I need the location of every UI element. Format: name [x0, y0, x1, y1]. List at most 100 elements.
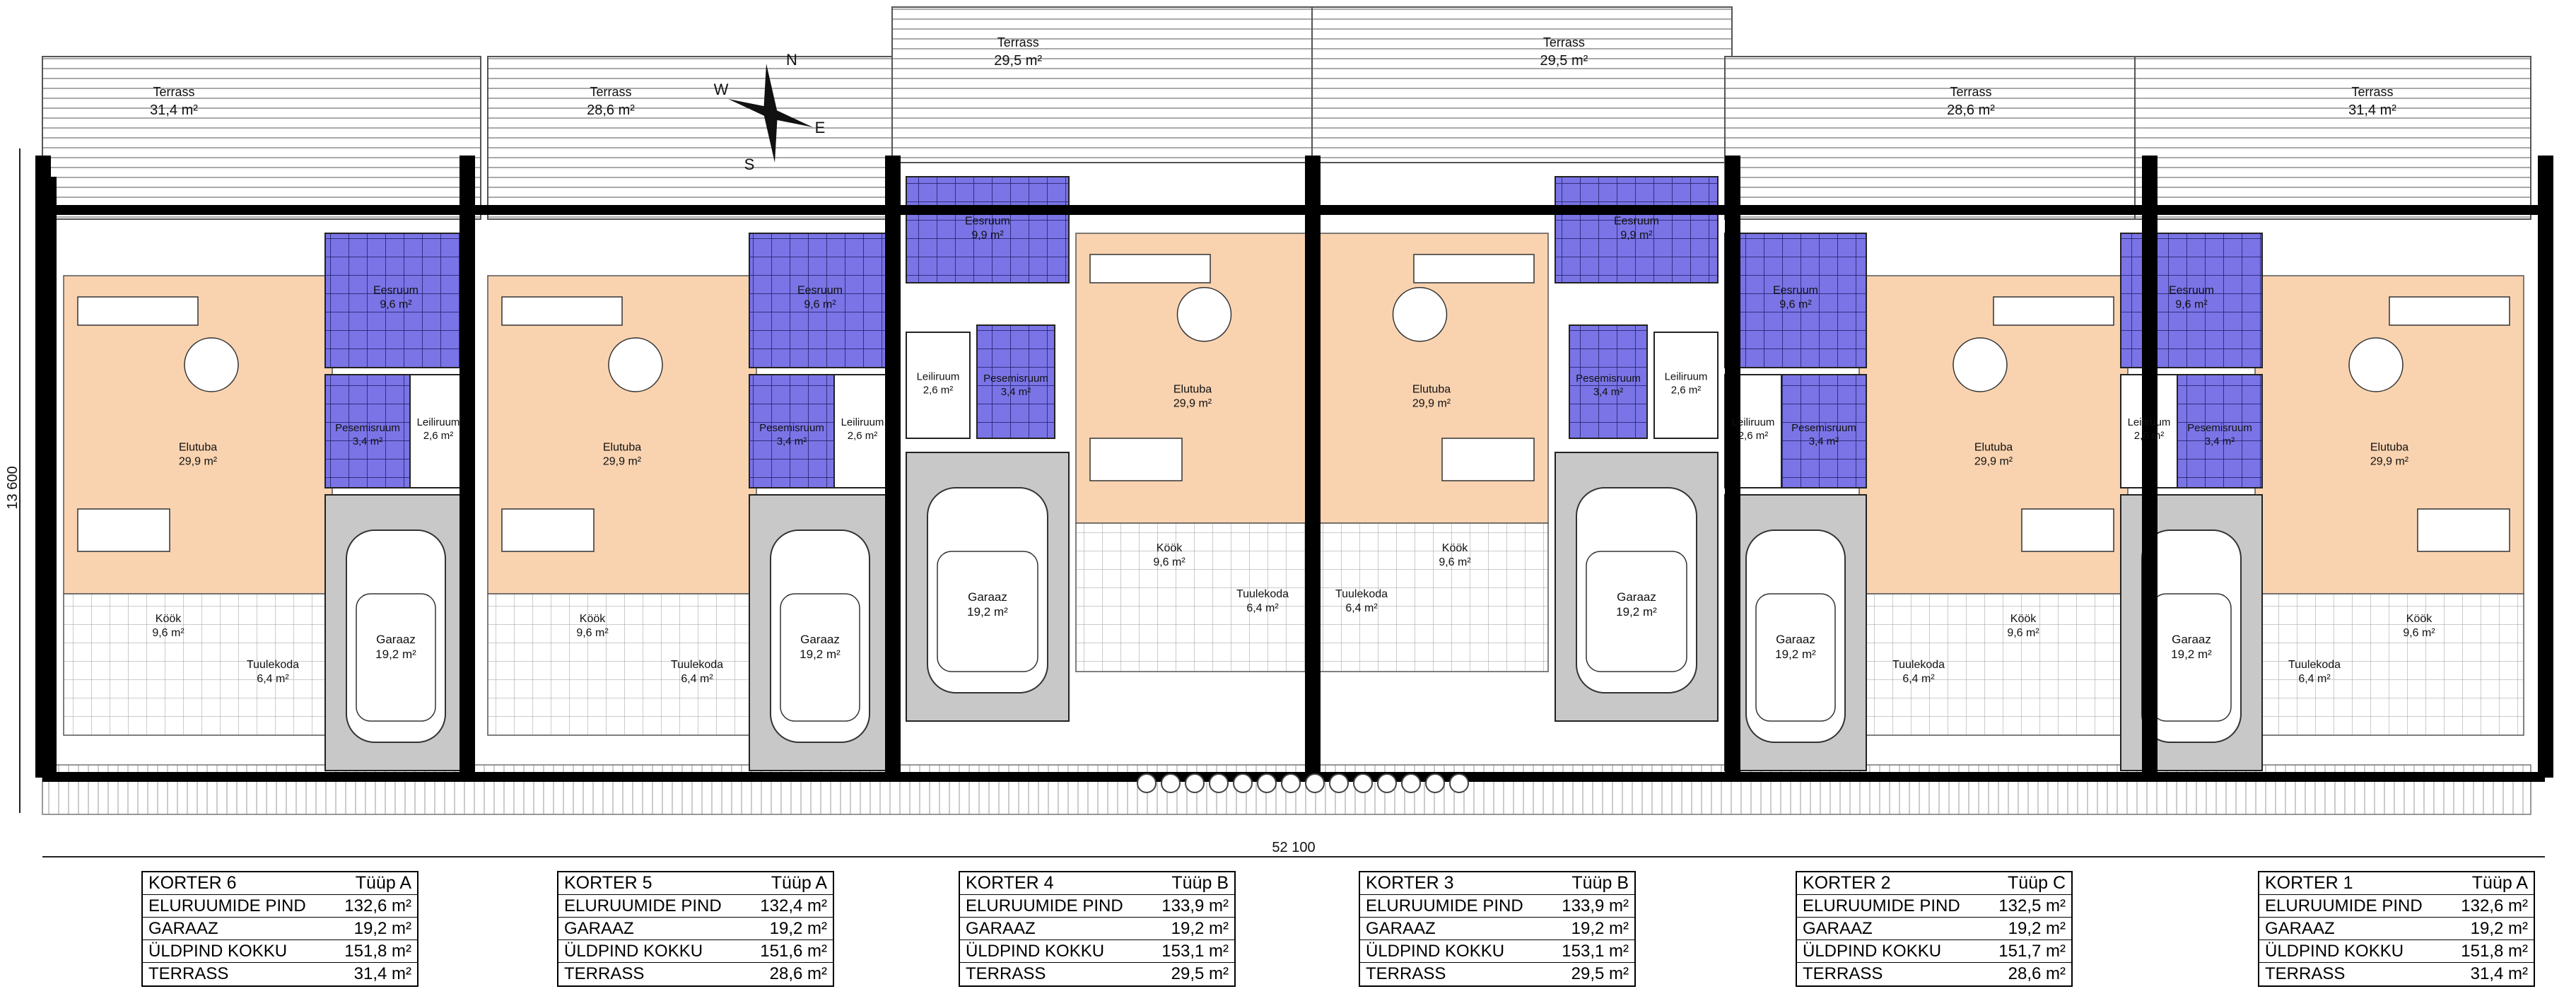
room-tuulekoda-name: Tuulekoda: [1892, 659, 1945, 671]
row-value: 133,9 m²: [1161, 896, 1229, 915]
room-kook-name: Köök: [580, 613, 606, 625]
sofa-icon: [501, 296, 623, 326]
bathroom-tiles: [1781, 374, 1867, 488]
room-kook-area: 9,6 m²: [152, 627, 185, 639]
room-eesruum-name: Eesruum: [2169, 285, 2214, 297]
room-eesruum-area: 9,6 m²: [804, 299, 836, 311]
row-label: TERRASS: [1803, 964, 1883, 983]
row-value: 132,4 m²: [760, 896, 827, 915]
room-tuulekoda-name: Tuulekoda: [1236, 588, 1289, 600]
shrub-icon: [1185, 773, 1205, 793]
room-tuulekoda-area: 6,4 m²: [1902, 673, 1935, 685]
room-leiliruum-area: 2,6 m²: [423, 430, 454, 442]
shrub-icon: [1353, 773, 1373, 793]
room-garaaz-name: Garaaz: [376, 633, 416, 646]
kitchen-floor: [1314, 522, 1549, 672]
party-wall: [885, 156, 901, 778]
room-leiliruum-area: 2,6 m²: [2134, 430, 2165, 442]
back-wall: [42, 205, 2545, 215]
room-garaaz-area: 19,2 m²: [1616, 605, 1657, 619]
shrub-icon: [1161, 773, 1181, 793]
room-pesemisruum-name: Pesemisruum: [335, 422, 400, 434]
dining-table-icon: [2021, 508, 2114, 552]
sofa-icon: [77, 296, 199, 326]
terrace-deck: [2134, 56, 2531, 220]
dining-table-icon: [1441, 438, 1535, 481]
korter-title: KORTER 2: [1803, 873, 1891, 893]
bathroom-tiles: [1569, 324, 1648, 439]
bathroom-tiles: [2177, 374, 2263, 488]
extras-layer: [19, 64, 2545, 857]
room-eesruum-name: Eesruum: [1773, 285, 1818, 297]
car-roof: [1755, 593, 1836, 722]
room-tuulekoda-area: 6,4 m²: [1345, 602, 1378, 614]
apartment-unit: [63, 233, 467, 771]
room-elutuba-name: Elutuba: [1173, 384, 1212, 396]
row-label: ÜLDPIND KOKKU: [1803, 941, 1942, 961]
terrace-deck: [891, 6, 1313, 163]
party-wall: [2142, 156, 2158, 778]
room-tuulekoda-name: Tuulekoda: [2288, 659, 2341, 671]
row-label: ÜLDPIND KOKKU: [2265, 941, 2404, 961]
shrub-icon: [1281, 773, 1301, 793]
room-garaaz-name: Garaaz: [800, 633, 840, 646]
room-kook-name: Köök: [2406, 613, 2432, 625]
terrace-area: 29,5 m²: [1540, 53, 1588, 69]
terrace-label: Terrass: [2351, 85, 2393, 99]
row-label: GARAAZ: [1366, 918, 1436, 938]
terrace-deck: [42, 56, 481, 220]
terrace-label: Terrass: [997, 35, 1039, 49]
dining-table-icon: [1089, 438, 1183, 481]
dining-table-icon: [77, 508, 170, 552]
row-value: 151,6 m²: [760, 941, 827, 961]
korter-type: Tüüp C: [2008, 873, 2066, 893]
korter-type: Tüüp B: [1571, 873, 1629, 893]
room-leiliruum-name: Leiliruum: [1665, 371, 1708, 383]
terrace-area: 31,4 m²: [150, 103, 198, 118]
compass-needle-icon: [763, 64, 778, 113]
room-pesemisruum-area: 3,4 m²: [2205, 435, 2235, 447]
korter-title: KORTER 1: [2265, 873, 2353, 893]
row-label: ÜLDPIND KOKKU: [966, 941, 1105, 961]
row-label: ÜLDPIND KOKKU: [148, 941, 288, 961]
row-value: 31,4 m²: [353, 964, 411, 983]
row-value: 19,2 m²: [1171, 918, 1229, 938]
terrace-deck: [1724, 56, 2136, 220]
row-value: 31,4 m²: [2470, 964, 2528, 983]
room-elutuba-area: 29,9 m²: [179, 456, 218, 468]
party-wall: [2538, 156, 2553, 778]
room-eesruum-area: 9,9 m²: [1620, 230, 1653, 242]
room-pesemisruum-name: Pesemisruum: [983, 373, 1048, 385]
room-garaaz-area: 19,2 m²: [967, 605, 1008, 619]
shrub-icon: [1401, 773, 1421, 793]
row-label: GARAAZ: [564, 918, 634, 938]
row-label: GARAAZ: [966, 918, 1036, 938]
room-garaaz-area: 19,2 m²: [2171, 648, 2212, 661]
terrace-label: Terrass: [590, 85, 631, 99]
shrub-icon: [1377, 773, 1397, 793]
room-pesemisruum-area: 3,4 m²: [1593, 386, 1624, 398]
room-elutuba-name: Elutuba: [2370, 442, 2408, 454]
entry-room-tiles: [1724, 233, 1867, 368]
row-value: 151,8 m²: [344, 941, 411, 961]
room-eesruum-name: Eesruum: [373, 285, 418, 297]
room-eesruum-area: 9,9 m²: [971, 230, 1004, 242]
apartment-unit: [1314, 176, 1719, 722]
shrub-icon: [1329, 773, 1349, 793]
room-leiliruum-name: Leiliruum: [841, 416, 884, 428]
korter-type: Tüüp A: [2471, 873, 2528, 893]
row-label: ELURUUMIDE PIND: [148, 896, 306, 915]
room-garaaz-area: 19,2 m²: [1775, 648, 1816, 661]
terrace-area: 28,6 m²: [587, 103, 635, 118]
room-eesruum-area: 9,6 m²: [380, 299, 412, 311]
coffee-table-icon: [1953, 337, 2008, 392]
row-value: 19,2 m²: [353, 918, 411, 938]
terrace-label: Terrass: [1950, 85, 1991, 99]
korter-type: Tüüp A: [771, 873, 827, 893]
room-eesruum-name: Eesruum: [965, 216, 1010, 228]
row-label: ELURUUMIDE PIND: [564, 896, 722, 915]
coffee-table-icon: [608, 337, 663, 392]
compass-needle-icon: [771, 107, 813, 127]
sauna-room: [906, 332, 971, 439]
